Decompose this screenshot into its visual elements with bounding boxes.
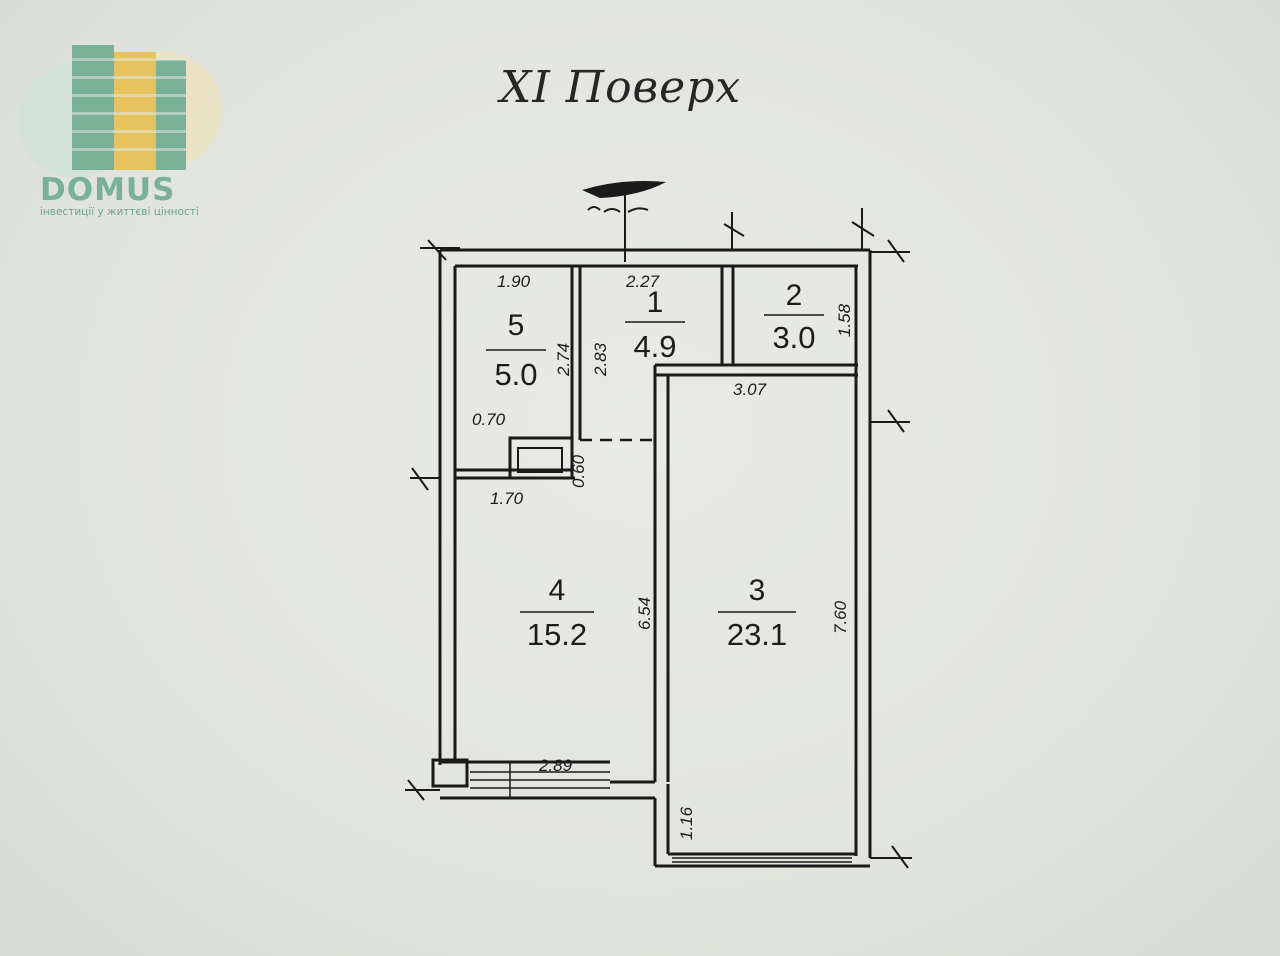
dim-duct-width: 0.70: [472, 410, 506, 429]
dim-r3-depth: 7.60: [831, 600, 850, 634]
room-5-label: 5 5.0: [486, 309, 546, 392]
room-number: 4: [549, 574, 566, 607]
dim-r1-depth: 2.83: [591, 342, 610, 377]
room-area: 15.2: [527, 617, 587, 652]
room-number: 5: [508, 309, 525, 342]
window: [470, 762, 610, 798]
room-area: 4.9: [633, 329, 676, 364]
dim-r2-depth: 1.58: [835, 303, 854, 337]
room-4-label: 4 15.2: [520, 574, 594, 652]
duct: [508, 436, 574, 480]
dim-window-width: 2.89: [538, 756, 573, 775]
domus-logo: DOMUS інвестиції у життєві цінності: [14, 40, 234, 230]
room-area: 5.0: [494, 357, 537, 392]
logo-brand-name: DOMUS: [40, 172, 176, 208]
dim-r5-width: 1.90: [497, 272, 531, 291]
room-1-label: 1 4.9: [625, 286, 685, 364]
dim-r1-width: 2.27: [625, 272, 660, 291]
page-title: XI Поверх: [500, 62, 742, 113]
outer-walls: [438, 248, 872, 868]
domus-logo-mark: [18, 45, 222, 178]
room-3-label: 3 23.1: [718, 574, 796, 652]
room-area: 23.1: [727, 617, 787, 652]
column: [431, 758, 469, 788]
room-number: 3: [749, 574, 766, 607]
room-1-2-walls: [653, 266, 858, 782]
room-area: 3.0: [772, 320, 815, 355]
room-number: 2: [786, 279, 803, 312]
dim-r4-depth: 6.54: [635, 597, 654, 630]
room-2-label: 2 3.0: [764, 279, 824, 355]
logo-tagline: інвестиції у життєві цінності: [40, 206, 199, 218]
dim-duct-depth: 0.60: [569, 454, 588, 488]
dimension-ticks: [405, 208, 912, 869]
dim-balcony-depth: 1.16: [677, 806, 696, 840]
dim-r5-depth: 2.74: [554, 343, 573, 377]
dim-r4-top-width: 1.70: [490, 489, 524, 508]
dim-r3-width: 3.07: [733, 380, 767, 399]
room-number: 1: [647, 286, 664, 319]
window-room-3: [672, 857, 852, 863]
